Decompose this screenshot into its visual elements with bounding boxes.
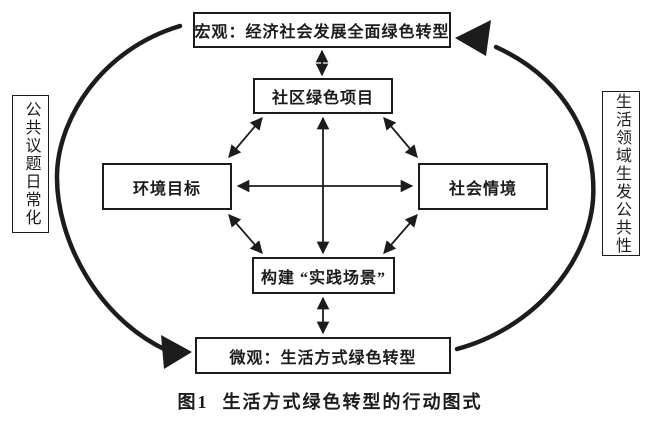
node-environment-goal: 环境目标 [102,163,232,210]
caption-title: 生活方式绿色转型的行动图式 [222,392,483,412]
curve-macro-to-micro [54,23,183,353]
side-label-right: 生活领域生发公共性 [602,91,640,256]
curve-left-arrowhead [161,335,192,369]
node-practice-scene: 构建 “实践场景” [252,257,395,294]
curve-right-arrowhead [455,20,491,56]
arrow-community-social [383,117,418,158]
figure-caption: 图1 生活方式绿色转型的行动图式 [0,388,660,414]
arrow-community-env [228,117,263,158]
node-community-green-project: 社区绿色项目 [253,78,393,114]
node-macro: 宏观：经济社会发展全面绿色转型 [193,12,451,48]
curve-micro-to-macro [454,44,596,352]
arrow-env-practice [228,214,263,254]
node-social-context: 社会情境 [418,163,548,210]
arrow-social-practice [383,214,418,254]
node-micro: 微观：生活方式绿色转型 [195,337,451,374]
caption-number: 图1 [177,392,209,412]
side-label-left: 公共议题日常化 [12,95,49,233]
